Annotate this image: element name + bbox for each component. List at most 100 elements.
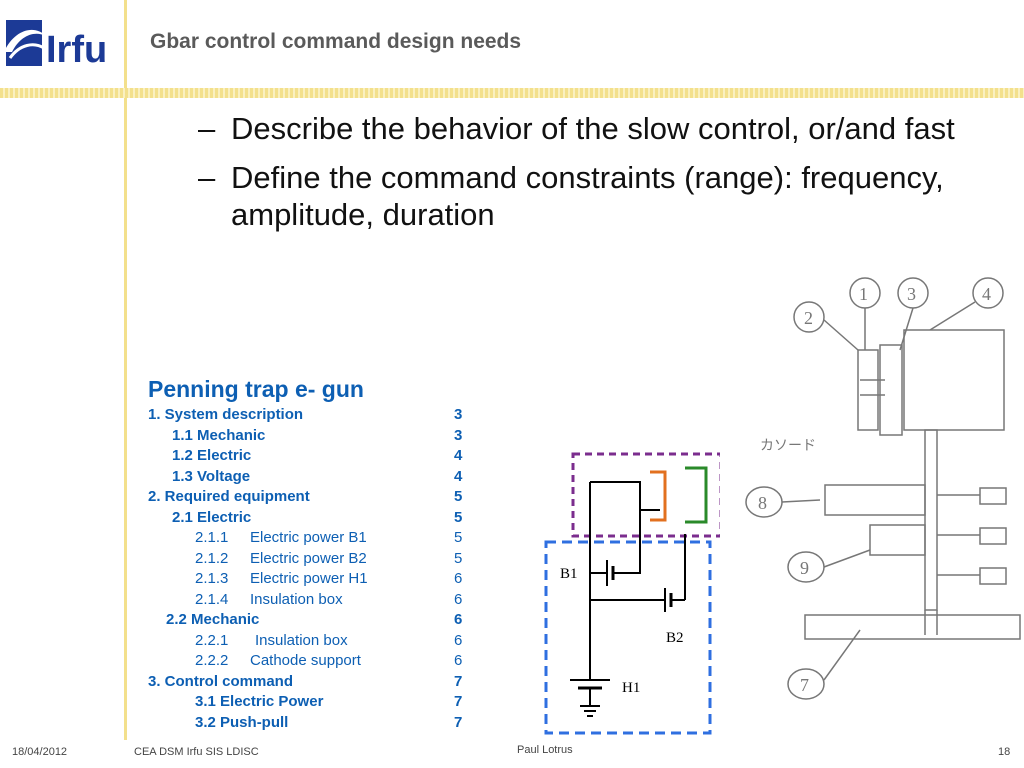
callout-circle (972, 277, 1004, 309)
cathode-lines (860, 379, 885, 396)
toc-page: 6 (454, 611, 463, 628)
label-b2: B2 (666, 630, 684, 646)
toc-page: 4 (454, 447, 463, 464)
wire-b1-up (613, 510, 641, 574)
toc-label: 2.2 Mechanic (166, 611, 260, 628)
header-band (0, 88, 1024, 98)
toc-page: 6 (454, 631, 463, 649)
toc-page: 7 (454, 672, 463, 690)
screw-head (979, 567, 1007, 585)
footer-page-number: 18 (998, 746, 1011, 758)
toc-row: 1. System description 3 (148, 406, 468, 427)
page-title: Gbar control command design needs (150, 30, 522, 53)
toc-page: 5 (454, 508, 463, 526)
bullet-dash: – (198, 160, 216, 195)
toc-page: 3 (454, 426, 463, 444)
toc-label: 3.2 Push-pull (195, 713, 289, 731)
support-lines (924, 610, 938, 635)
toc-row: 3.2 Push-pull 7 (148, 714, 468, 735)
callout-4: 4 (982, 284, 991, 304)
toc-title: Penning trap e- gun (148, 376, 364, 402)
toc-row: 2.1.1 Electric power B1 5 (148, 529, 468, 550)
toc-label: Electric power H1 (250, 570, 368, 587)
mechanical-drawing: 1 2 3 4 8 9 7 カソード (745, 277, 1021, 700)
toc-label: Cathode support (250, 652, 361, 669)
cathode-label: カソード (760, 439, 816, 454)
toc-num: 2.1.4 (195, 590, 229, 608)
purple-dashed-box (571, 452, 720, 538)
vertical-divider (124, 0, 127, 740)
leader-lines (823, 301, 976, 351)
toc-row: 2. Required equipment 5 (148, 488, 468, 509)
part-4 (903, 329, 1005, 431)
bullet-item: – Define the command constraints (range)… (198, 159, 991, 233)
support-bar (924, 429, 938, 611)
callout-8: 8 (758, 493, 767, 513)
toc-num: 2.1.3 (195, 570, 229, 587)
callout-2: 2 (804, 308, 813, 328)
bullet-list: – Describe the behavior of the slow cont… (198, 110, 991, 245)
logo-swoosh-2 (8, 43, 45, 59)
toc-num: 2.1.1 (195, 529, 229, 546)
callout-1: 1 (859, 284, 868, 304)
toc-page: 4 (454, 467, 463, 485)
toc-label: Electric power B1 (250, 529, 367, 546)
toc-row: 2.1.4 Insulation box 6 (148, 591, 468, 612)
bullet-dash: – (198, 111, 216, 146)
toc-num: 2.1.2 (195, 549, 229, 567)
toc-page: 6 (454, 590, 463, 608)
toc-page: 6 (454, 652, 463, 669)
toc-page: 7 (454, 693, 463, 710)
toc-page: 5 (454, 529, 463, 546)
callout-7: 7 (800, 675, 809, 695)
toc-row: 2.2 Mechanic 6 (148, 611, 468, 632)
leader-lines (781, 499, 871, 681)
toc-page: 3 (454, 406, 463, 423)
green-electrode (685, 466, 708, 524)
blue-dashed-box (544, 540, 712, 735)
toc-label: 2.1 Electric (172, 508, 252, 526)
toc-page: 5 (454, 488, 463, 505)
part-1 (857, 349, 879, 431)
bullet-text: Define the command constraints (range): … (231, 160, 944, 232)
toc-page: 6 (454, 570, 463, 587)
screw-head (979, 487, 1007, 505)
toc-row: 2.2.2 Cathode support 6 (148, 652, 468, 673)
footer-author: Paul Lotrus (517, 744, 573, 756)
part-9 (869, 524, 926, 556)
wire-top (590, 481, 660, 511)
toc-label: 3.1 Electric Power (195, 693, 324, 710)
bullet-item: – Describe the behavior of the slow cont… (198, 110, 991, 147)
screw-lines (937, 494, 980, 576)
orange-electrode (650, 470, 667, 522)
part-7-base (804, 614, 1021, 640)
label-b1: B1 (560, 566, 578, 582)
toc-label: 1. System description (148, 406, 304, 423)
toc-row: 2.2.1 Insulation box 6 (148, 632, 468, 653)
toc-row: 3.1 Electric Power 7 (148, 693, 468, 714)
toc-label: 3. Control command (148, 672, 294, 690)
toc-label: Insulation box (255, 631, 348, 649)
toc-num: 2.2.1 (195, 631, 229, 649)
footer-date: 18/04/2012 (12, 746, 68, 758)
toc-page: 5 (454, 549, 463, 567)
circuit-diagram: B1 B2 H1 (544, 452, 720, 735)
toc-label: 1.3 Voltage (172, 467, 251, 485)
footer-org: CEA DSM Irfu SIS LDISC (134, 746, 259, 758)
part-3 (879, 344, 903, 436)
toc-row: 2.1.3 Electric power H1 6 (148, 570, 468, 591)
toc-label: Insulation box (250, 590, 343, 608)
logo-swoosh (4, 29, 46, 52)
callout-circle (787, 668, 825, 700)
logo-text: Irfu (46, 29, 107, 71)
callout-9: 9 (800, 558, 809, 578)
toc: Penning trap e- gun 1. System descriptio… (148, 376, 468, 734)
label-h1: H1 (622, 680, 640, 696)
toc-label: 2. Required equipment (148, 488, 310, 505)
toc-page: 7 (454, 713, 463, 731)
toc-row: 3. Control command 7 (148, 673, 468, 694)
toc-num: 2.2.2 (195, 652, 229, 669)
